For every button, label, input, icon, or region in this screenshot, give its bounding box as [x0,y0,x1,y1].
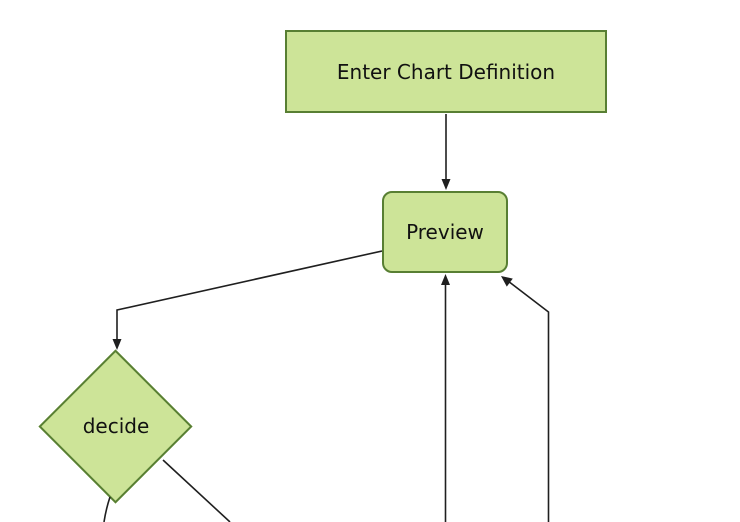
edge-offscreen-to-preview-corner [507,280,550,522]
edge-decide-to-offscreen-right [162,459,231,522]
node-decide-label: decide [82,414,150,438]
arrowhead-icon [501,276,513,287]
node-enter-chart-definition-label: Enter Chart Definition [336,59,556,84]
node-enter-chart-definition: Enter Chart Definition [285,30,607,113]
arrowhead-icon [112,339,122,350]
edge-decide-to-offscreen-left [103,496,111,522]
node-preview-label: Preview [406,220,484,244]
node-preview: Preview [382,191,508,273]
edge-preview-to-decide [116,250,383,341]
arrowhead-icon [441,179,451,190]
arrowhead-icon [441,274,450,285]
